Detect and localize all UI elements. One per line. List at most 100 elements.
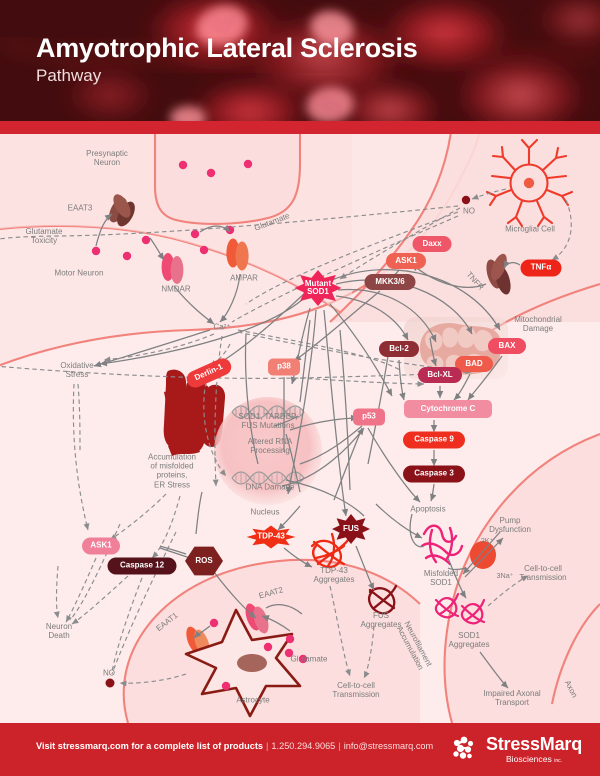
label-nmdar: NMDAR [161, 284, 191, 294]
label-microglial: Microglial Cell [505, 224, 555, 234]
label-eaat3: EAAT3 [67, 203, 93, 213]
footer-email: info@stressmarq.com [343, 741, 434, 751]
node-label: ROS [195, 555, 213, 565]
node-label: FUS [343, 523, 359, 533]
label-dna-damage: DNA Damage [245, 482, 295, 492]
presynaptic-neuron [153, 134, 302, 225]
misfolded-sod1-glyph [420, 524, 464, 566]
node-bclxl[interactable]: Bcl-XL [418, 367, 462, 383]
node-label: Cytochrome C [420, 403, 476, 413]
node-bax[interactable]: BAX [488, 338, 526, 354]
node-label: TNFα [530, 262, 552, 272]
node-label: Daxx [422, 238, 442, 248]
node-cytc[interactable]: Cytochrome C [404, 400, 492, 418]
node-label: Caspase 12 [119, 560, 165, 570]
node-casp3[interactable]: Caspase 3 [403, 465, 465, 483]
node-mkk36[interactable]: MKK3/6 [364, 274, 416, 290]
no-molecule-bottom [105, 678, 115, 688]
node-casp9[interactable]: Caspase 9 [403, 431, 465, 449]
pathway-canvas: .sol{fill:none;stroke:#7f8082;stroke-wid… [0, 134, 600, 723]
label-glutamate-2: Glutamate [290, 654, 328, 664]
footer-visit-text: Visit stressmarq.com for a complete list… [36, 741, 264, 751]
footer-sep-2: | [338, 741, 341, 751]
dna-helix-damage [231, 471, 305, 485]
footer-contact-line: Visit stressmarq.com for a complete list… [36, 741, 433, 751]
node-ask1-top[interactable]: ASK1 [386, 253, 426, 269]
node-label: Bcl-2 [389, 343, 409, 353]
node-label: ASK1 [90, 540, 112, 550]
node-tnfa[interactable]: TNFα [520, 259, 562, 277]
label-k2: 2K⁺ [480, 535, 494, 545]
logo-name: StressMarq [485, 733, 582, 754]
node-label: BAD [465, 358, 483, 368]
node-casp12[interactable]: Caspase 12 [107, 557, 177, 575]
node-daxx[interactable]: Daxx [412, 236, 452, 252]
page-subtitle: Pathway [36, 66, 102, 86]
microglial-cell-glyph [485, 138, 574, 228]
accent-bar [0, 121, 600, 134]
eaat3-transporter[interactable] [105, 191, 138, 229]
label-no-top: NO [463, 206, 475, 216]
node-label: Caspase 3 [414, 468, 454, 478]
astrocyte-glyph [184, 608, 302, 718]
sodium-potassium-pump[interactable] [470, 541, 496, 569]
sod1-aggregates-glyph [434, 592, 486, 625]
node-label: Bcl-XL [427, 369, 453, 379]
node-label: TDP-43 [257, 531, 285, 541]
node-label: ASK1 [395, 255, 417, 265]
node-ros[interactable]: ROS [185, 546, 223, 576]
node-label: BAX [498, 340, 516, 350]
label-sod1-muts: SOD1, TARDBP,FUS Mutations [238, 411, 298, 430]
label-ca2: Ca²⁺ [213, 322, 231, 332]
node-tdp43[interactable]: TDP-43 [246, 525, 296, 549]
node-label: MKK3/6 [375, 276, 405, 286]
eaat2-transporter[interactable] [243, 602, 272, 636]
footer-bar: Visit stressmarq.com for a complete list… [0, 723, 600, 776]
node-p38[interactable]: p38 [268, 358, 300, 376]
pump-ion-arrows [462, 531, 504, 578]
arrows-layer [0, 188, 572, 689]
label-astrocyte: Astrocyte [236, 695, 270, 705]
node-fus[interactable]: FUS [332, 514, 370, 544]
logo-subtitle: Biosciences inc. [505, 753, 562, 764]
node-bad[interactable]: BAD [455, 356, 493, 372]
nmdar-receptor[interactable] [161, 253, 184, 284]
page-title: Amyotrophic Lateral Sclerosis [36, 33, 418, 63]
label-na3: 3Na⁺ [496, 570, 514, 580]
node-label: p38 [277, 361, 291, 371]
label-nucleus: Nucleus [250, 507, 280, 517]
label-apoptosis: Apoptosis [410, 504, 446, 514]
node-label: p53 [362, 411, 376, 421]
logo-molecule-icon [453, 736, 474, 759]
node-bcl2[interactable]: Bcl-2 [379, 341, 419, 357]
tnfr-receptor[interactable] [484, 252, 514, 297]
label-ampar: AMPAR [230, 273, 258, 283]
node-p53[interactable]: p53 [353, 408, 385, 426]
no-molecule-top [461, 195, 471, 205]
label-motor-neuron: Motor Neuron [54, 268, 104, 278]
node-ask1-bot[interactable]: ASK1 [82, 537, 120, 555]
stressmarq-logo[interactable]: StressMarq Biosciences inc. [450, 734, 582, 764]
footer-phone: 1.250.294.9065 [271, 741, 336, 751]
microscopy-background [0, 0, 600, 121]
label-no-bottom: NO [103, 668, 115, 678]
footer-sep-1: | [266, 741, 269, 751]
node-label: Caspase 9 [414, 434, 454, 444]
ampar-receptor[interactable] [226, 238, 249, 271]
